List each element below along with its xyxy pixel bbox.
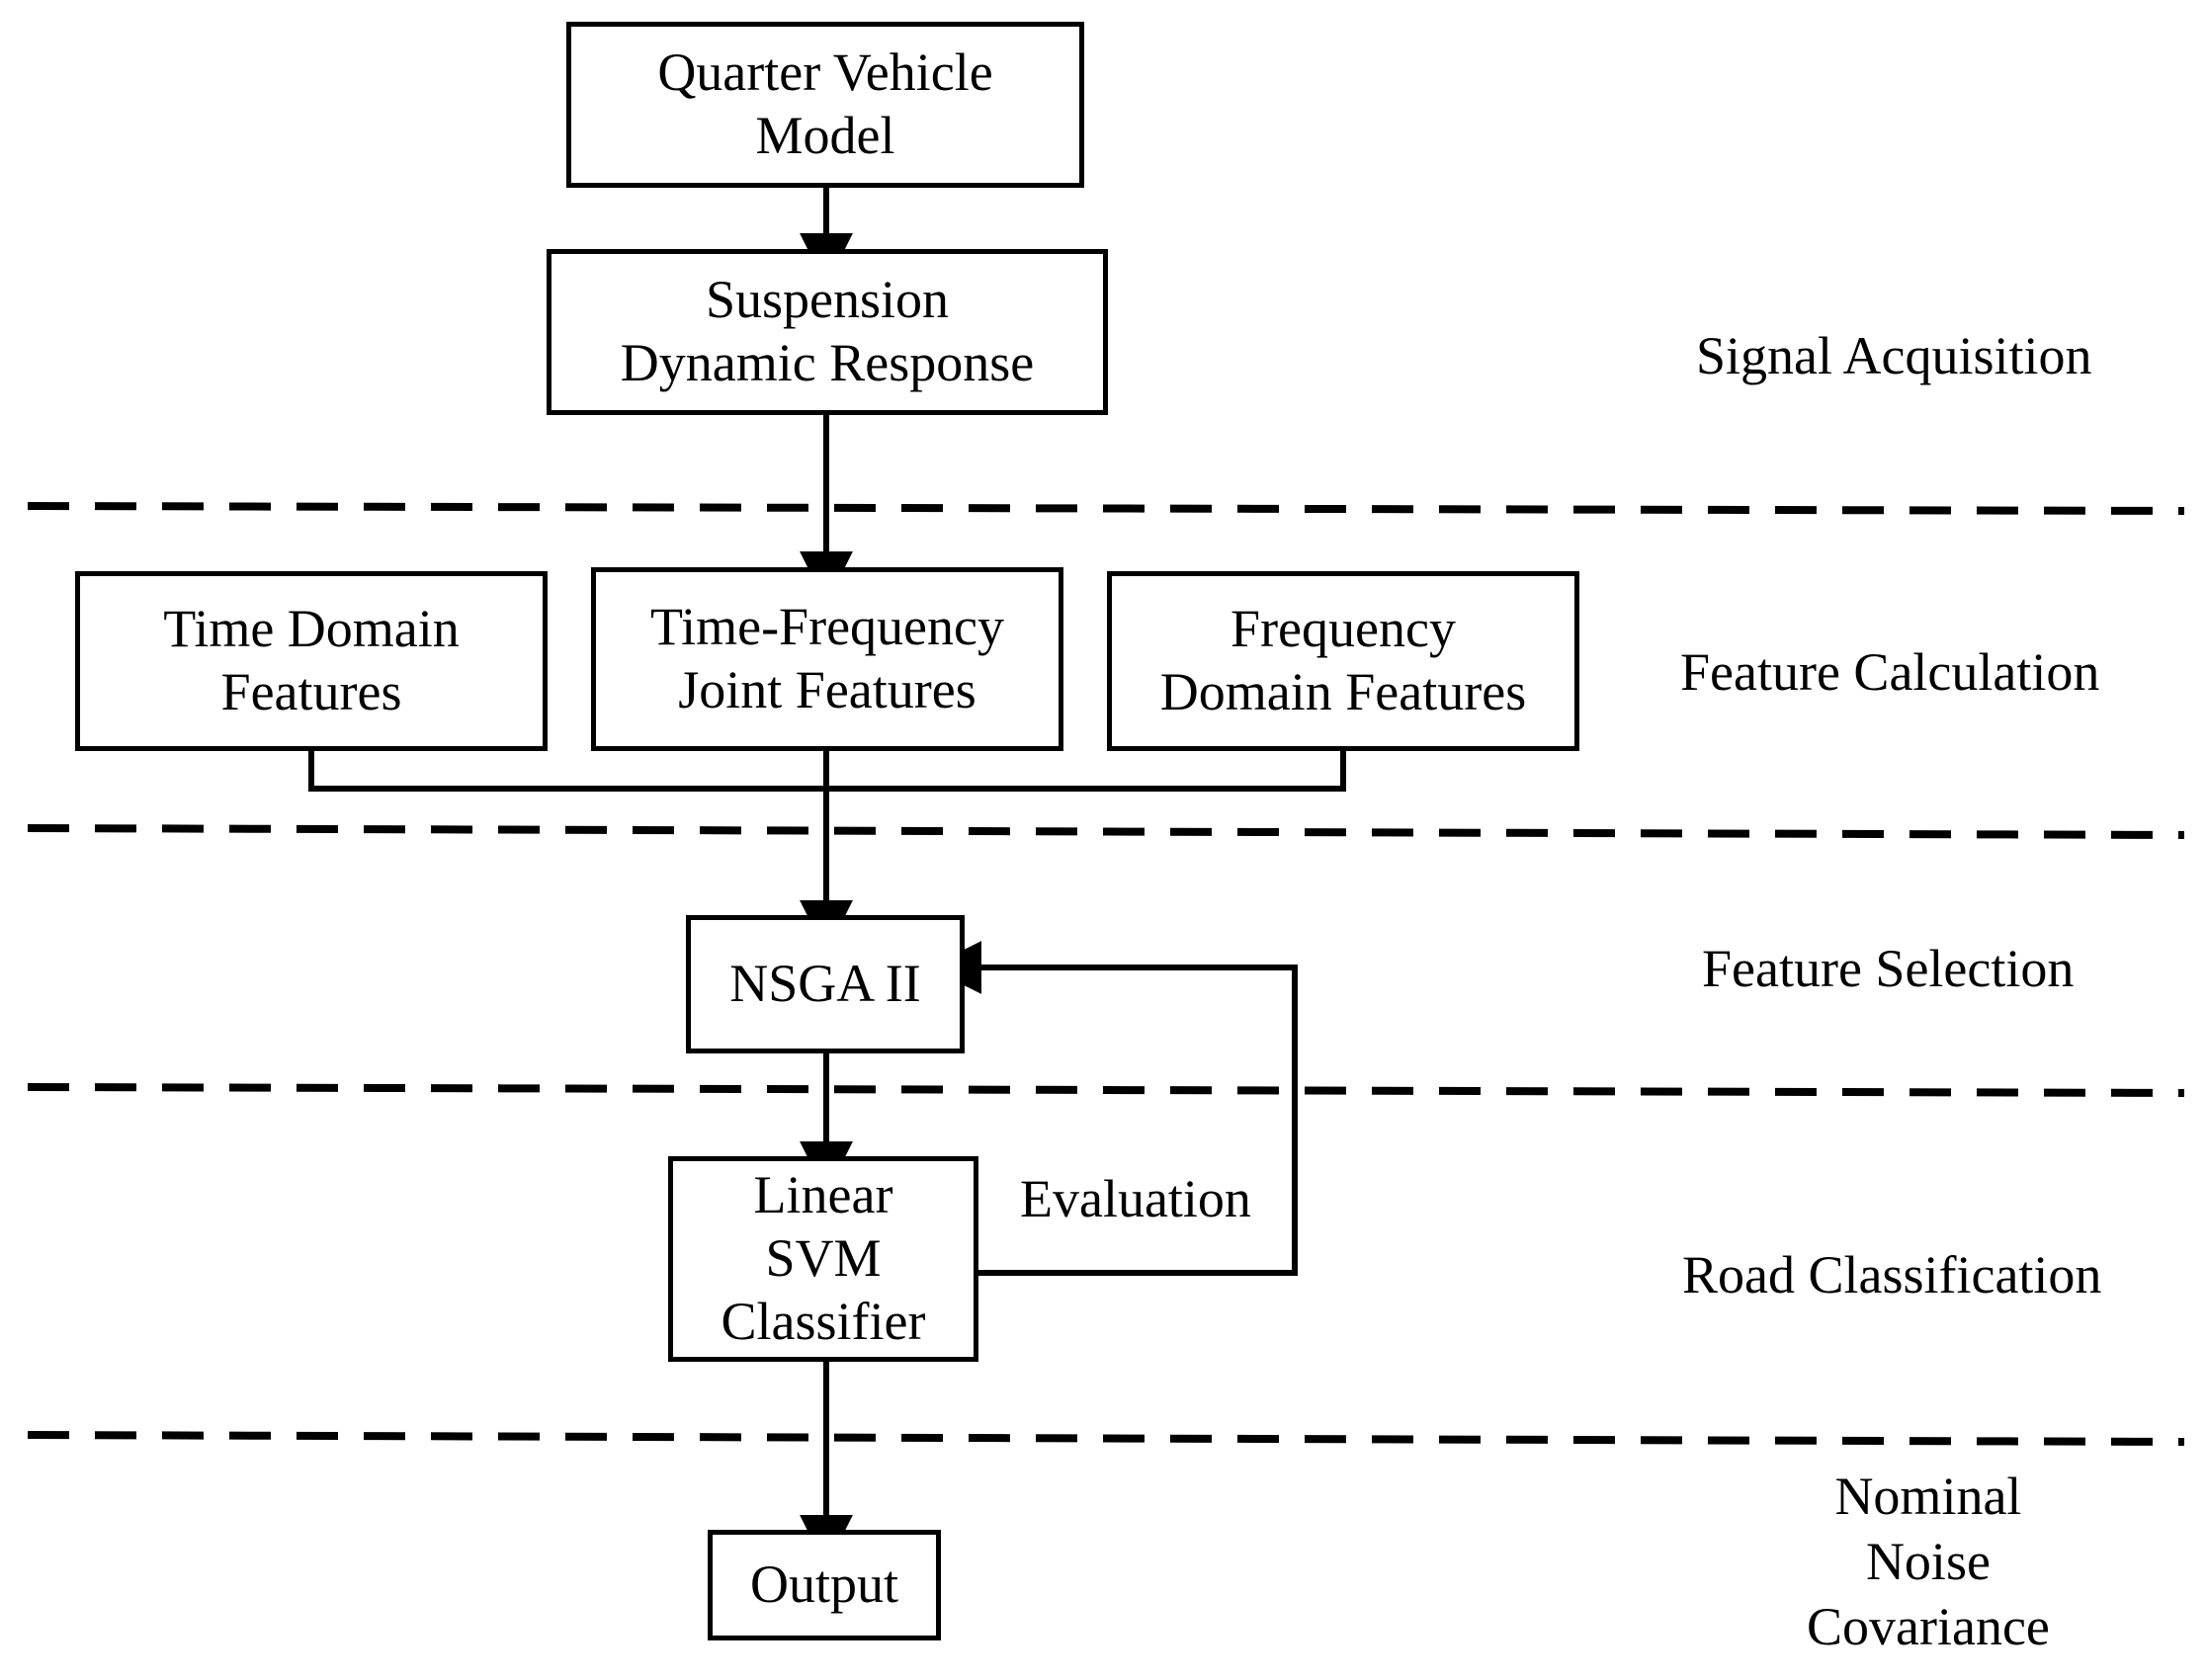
stage-label-feature-selection: Feature Selection	[1702, 937, 2074, 1002]
edge-frequency-domain-to-bus	[826, 751, 1346, 792]
node-time-domain-features[interactable]: Time Domain Features	[75, 571, 548, 751]
divider-road-classification	[27, 1431, 2185, 1446]
stage-label-line: Covariance	[1807, 1596, 2050, 1656]
node-nsga-ii[interactable]: NSGA II	[686, 915, 965, 1053]
divider-feature-selection	[27, 1083, 2185, 1097]
node-output[interactable]: Output	[708, 1530, 941, 1640]
stage-label-feature-calculation: Feature Calculation	[1680, 640, 2099, 706]
edge-time-domain-to-bus	[308, 751, 826, 792]
stage-label-line: Noise	[1865, 1531, 1991, 1591]
stage-label-line: Feature Selection	[1702, 939, 2075, 998]
divider-feature-calculation	[27, 824, 2185, 839]
node-label-line: Time-Frequency	[650, 597, 1004, 657]
node-label-line: Features	[220, 662, 402, 721]
stage-label-line: Signal Acquisition	[1696, 326, 2092, 385]
node-label-line: Suspension	[705, 270, 950, 330]
stage-label-line: Road Classification	[1682, 1245, 2102, 1304]
node-label-line: NSGA II	[729, 954, 921, 1014]
stage-label-line: Nominal	[1834, 1467, 2022, 1526]
stage-label-line: Feature Calculation	[1680, 642, 2100, 702]
node-frequency-domain-features[interactable]: Frequency Domain Features	[1107, 571, 1579, 751]
node-label-line: Output	[749, 1554, 898, 1615]
node-time-frequency-joint-features[interactable]: Time-Frequency Joint Features	[591, 567, 1063, 751]
edge-evaluation-feedback	[928, 941, 1298, 1276]
node-label-line: Joint Features	[678, 660, 976, 719]
node-label-line: Linear	[753, 1165, 893, 1225]
node-label-line: SVM	[765, 1228, 882, 1289]
node-label-line: Quarter Vehicle	[657, 42, 993, 103]
node-label-line: Domain Features	[1159, 662, 1527, 721]
edge-label-evaluation: Evaluation	[1016, 1168, 1255, 1229]
node-label-line: Model	[755, 106, 895, 165]
stage-label-signal-acquisition: Signal Acquisition	[1696, 324, 2092, 389]
node-linear-svm-classifier[interactable]: Linear SVM Classifier	[668, 1156, 978, 1362]
node-label-line: Frequency	[1230, 599, 1456, 659]
stage-label-road-classification: Road Classification	[1682, 1243, 2101, 1308]
node-label-line: Dynamic Response	[620, 333, 1035, 392]
stage-label-nominal-noise-covariance: Nominal Noise Covariance	[1807, 1465, 2050, 1660]
node-label-line: Time Domain	[163, 599, 460, 659]
node-label-line: Classifier	[721, 1291, 926, 1351]
node-suspension-dynamic-response[interactable]: Suspension Dynamic Response	[547, 249, 1108, 415]
divider-signal-acquisition	[27, 502, 2185, 515]
node-quarter-vehicle-model[interactable]: Quarter Vehicle Model	[566, 22, 1084, 188]
